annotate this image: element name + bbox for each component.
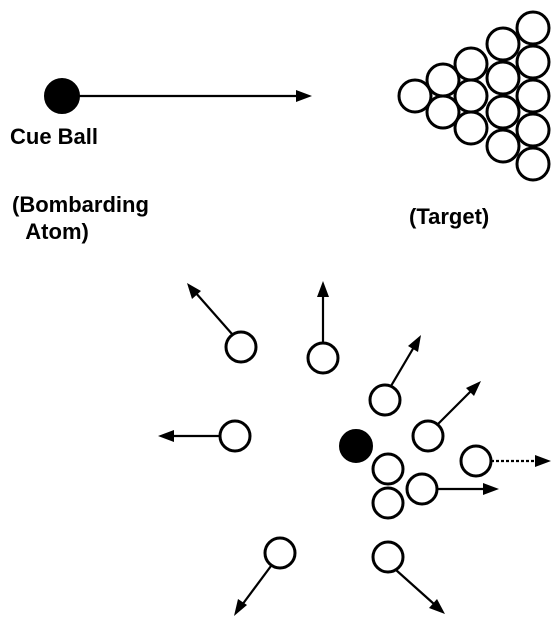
target-ball	[515, 146, 551, 182]
scattered-ball	[371, 486, 405, 520]
scatter-arrow	[234, 565, 272, 616]
scatter-arrow	[158, 430, 220, 442]
target-ball	[425, 94, 461, 130]
target-ball	[453, 110, 489, 146]
cue-ball-arrow	[79, 90, 312, 102]
bombarding-atom-label-line2: Atom)	[20, 219, 89, 244]
scatter-arrow	[187, 283, 233, 335]
target-ball	[485, 26, 521, 62]
target-ball	[453, 78, 489, 114]
target-ball	[515, 78, 551, 114]
scatter-arrow	[491, 455, 551, 467]
scattered-ball	[405, 472, 439, 506]
scattered-ball	[459, 444, 493, 478]
scatter-arrow	[395, 569, 445, 614]
target-rack	[397, 10, 551, 182]
scattered-ball	[224, 330, 258, 364]
cue-ball-after-impact	[339, 429, 373, 463]
cue-ball-label: Cue Ball	[10, 124, 99, 149]
target-ball	[485, 128, 521, 164]
scatter-arrow	[437, 381, 481, 425]
target-ball	[397, 78, 433, 114]
target-label: (Target)	[409, 204, 490, 229]
scatter-arrow	[390, 335, 421, 387]
after-collision-panel	[158, 281, 551, 616]
bombarding-atom-label-line1: (Bombarding	[12, 192, 149, 217]
scattered-ball	[368, 383, 402, 417]
scatter-arrow	[437, 483, 499, 495]
scattered-ball	[306, 341, 340, 375]
scattered-ball	[263, 536, 297, 570]
target-ball	[515, 112, 551, 148]
target-ball	[515, 44, 551, 80]
scattered-ball	[218, 419, 252, 453]
scattered-ball	[371, 452, 405, 486]
cue-ball	[44, 78, 80, 114]
scattered-ball	[371, 540, 405, 574]
target-ball	[515, 10, 551, 46]
before-collision-panel	[44, 10, 551, 182]
scattered-ball	[411, 419, 445, 453]
target-ball	[485, 94, 521, 130]
scatter-arrow	[317, 281, 329, 343]
target-ball	[485, 60, 521, 96]
target-ball	[453, 46, 489, 82]
